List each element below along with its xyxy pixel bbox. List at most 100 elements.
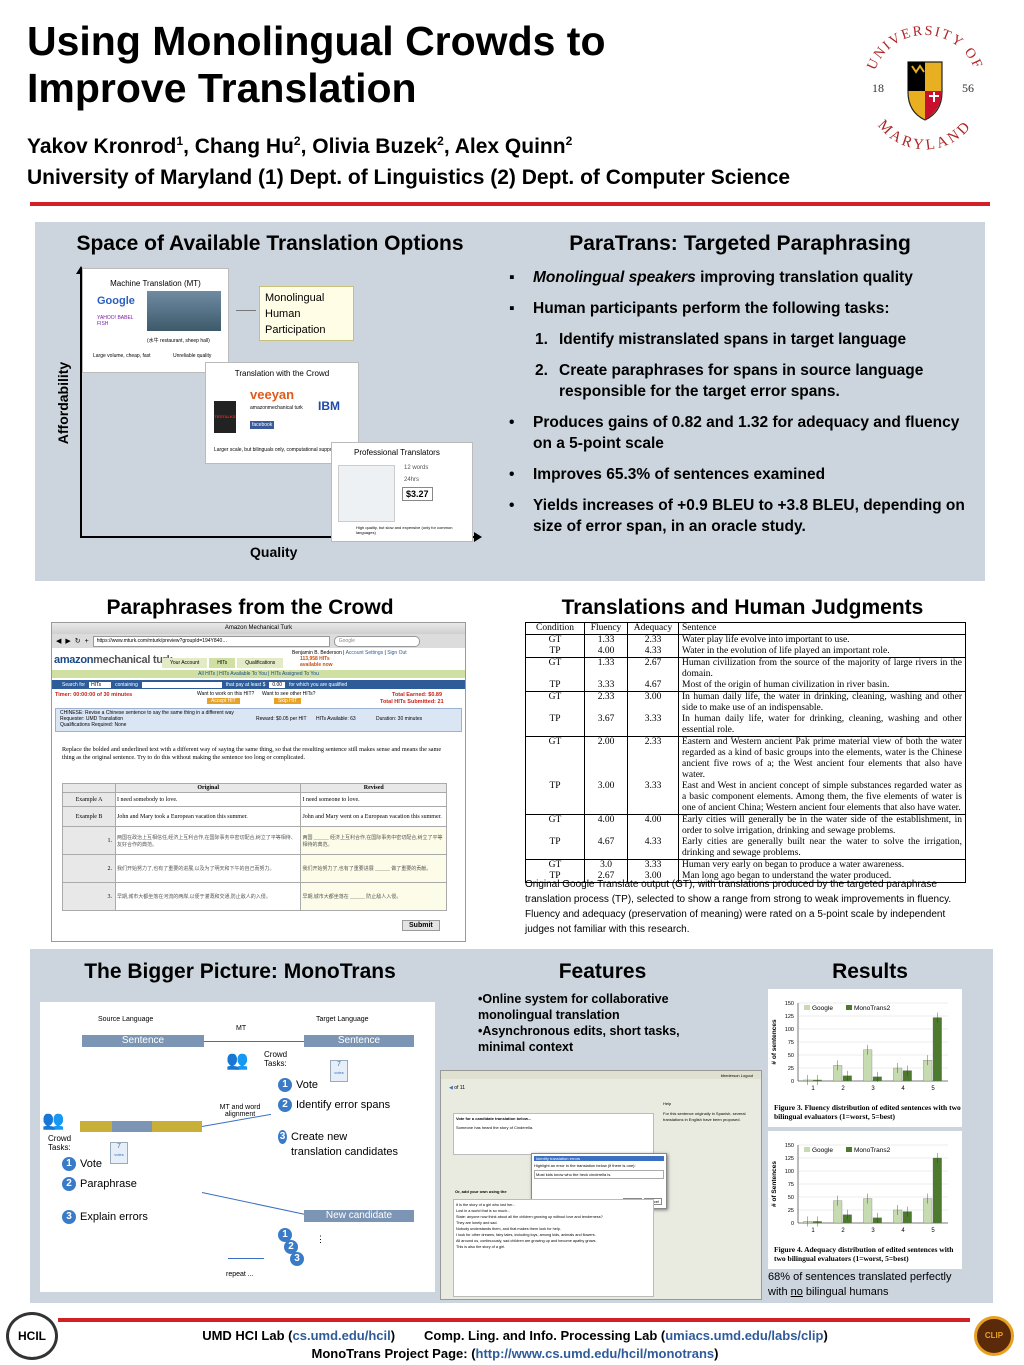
task-row-original: 我们开始努力了,也有了重要的进展,以及为了明天和下午的自己而努力。 [114, 854, 302, 883]
dialog-text-field[interactable]: Most kids know who the heck cinderella i… [534, 1170, 664, 1179]
pay-label: that pay at least $ [225, 681, 266, 688]
vote-example: Someone has heard the story of Cinderell… [456, 1125, 534, 1130]
search-for-label: Search for [62, 681, 86, 688]
containing-input[interactable] [141, 681, 222, 688]
tedtalks-logo: TEDTALKS [214, 401, 236, 433]
task-label: Create new translation candidates [291, 1131, 399, 1158]
item-text: Improves 65.3% of sentences examined [533, 466, 826, 483]
x-tick-label: 1 [811, 1086, 815, 1092]
pay-input[interactable]: 0.00 [269, 681, 286, 688]
prev-icon[interactable]: ◀ [449, 1085, 453, 1091]
hci-lab-link[interactable]: cs.umd.edu/hcil [292, 1328, 391, 1343]
total-submitted: Total HITs Submitted: 21 [380, 699, 444, 705]
footer-line-2: MonoTrans Project Page: (http://www.cs.u… [311, 1346, 719, 1361]
paratrans-item: ▪Human participants perform the followin… [505, 298, 975, 319]
y-axis-label: Affordability [55, 361, 71, 445]
y-tick-label: 0 [791, 1221, 794, 1227]
legend-label: MonoTrans2 [854, 1147, 891, 1154]
x-tick-label: 2 [841, 1086, 845, 1092]
x-tick-label: 4 [901, 1228, 905, 1234]
cycle-badge: 3 [290, 1252, 304, 1266]
paratrans-item: •Improves 65.3% of sentences examined [505, 464, 975, 485]
accept-hit-button[interactable]: Accept HIT [207, 698, 240, 704]
search-type-select[interactable]: HITs [89, 681, 112, 688]
col-sentence: Sentence [678, 622, 966, 635]
crowd-tasks-label-right: Crowd Tasks: [264, 1050, 288, 1068]
condition-cell: TP [525, 714, 585, 737]
judgments-heading: Translations and Human Judgments [561, 596, 924, 619]
task-row-revised-input[interactable]: 我们开始努力了,也有了重要进展 ______ 做了重要的贡献。 [300, 854, 447, 883]
app-page-nav: ◀ of 11 [449, 1085, 465, 1091]
task-row-revised-input[interactable]: 早期,城市大都坐落在 ______ 防止敌人入侵。 [300, 882, 447, 911]
affiliation: University of Maryland (1) Dept. of Ling… [27, 166, 791, 189]
submit-button[interactable]: Submit [402, 920, 440, 931]
back-icon[interactable]: ◀ [56, 638, 62, 645]
list-item: State: anyone now think about all the ch… [456, 1215, 603, 1219]
project-page-link[interactable]: http://www.cs.umd.edu/hcil/monotrans [475, 1346, 715, 1361]
condition-cell: TP [525, 871, 585, 883]
google-logo: Google [97, 295, 135, 307]
hits-available-count: 113,958 HITs available now [300, 656, 333, 668]
forward-icon[interactable]: ▶ [65, 638, 71, 645]
fluency-cell: 1.33 [584, 657, 628, 680]
features-heading: Features [558, 960, 647, 983]
adequacy-cell: 2.33 [627, 634, 679, 646]
adequacy-cell: 4.00 [627, 814, 679, 837]
monolingual-box: Monolingual Human Participation [259, 286, 354, 341]
adequacy-cell: 3.33 [627, 859, 679, 871]
author-list: Yakov Kronrod1, Chang Hu2, Olivia Buzek2… [27, 134, 573, 158]
hit-search-bar: Search for HITs containing that pay at l… [52, 680, 465, 689]
mturk-page: Benjamin B. Bederson | Account Settings … [52, 648, 465, 941]
university-seal-logo: UNIVERSITY OF MARYLAND 18 56 [865, 24, 984, 154]
vote-count: 7 [117, 1143, 121, 1150]
example-b-label: Example B [62, 806, 116, 827]
legend-label: MonoTrans2 [854, 1005, 891, 1012]
containing-label: containing [115, 681, 138, 688]
pro-hours: 24hrs [404, 477, 420, 483]
add-icon[interactable]: + [84, 637, 89, 645]
user-name: Benjamin B. Bederson [292, 650, 342, 656]
y-tick-label: 25 [788, 1066, 794, 1072]
url-bar[interactable]: https://www.mturk.com/mturk/preview?grou… [92, 635, 330, 647]
task-row-revised-input[interactable]: 两国 ______ 经济上互利合作,在国际事务中密切配合,树立了平等相待的典范。 [300, 826, 447, 855]
item-text: Identify mistranslated spans in target l… [559, 331, 907, 348]
tab-your-account[interactable]: Your Account [162, 658, 208, 668]
tab-qualifications[interactable]: Qualifications [237, 658, 284, 668]
task-number-badge: 2 [62, 1177, 76, 1191]
author-affil-sup: 2 [437, 134, 444, 148]
list-item: It is the story of a girl who lost her..… [456, 1203, 516, 1207]
app-user-bar: bbederson Logout [720, 1073, 753, 1078]
hit-info-box: CHINESE: Revise a Chinese sentence to sa… [55, 708, 462, 732]
source-sentence-list: It is the story of a girl who lost her..… [453, 1199, 654, 1297]
help-sidebar: Help For this sentence originally in Spa… [663, 1101, 755, 1123]
fluency-chart-caption: Figure 3. Fluency distribution of edited… [774, 1103, 961, 1121]
skip-hit-button[interactable]: Skip HIT [274, 698, 302, 704]
x-tick-label: 3 [871, 1086, 875, 1092]
account-settings-link[interactable]: Account Settings [345, 650, 384, 656]
example-b-revised: John and Mary went on a European vacatio… [300, 806, 447, 827]
fluency-cell: 4.00 [584, 646, 628, 658]
adequacy-cell: 4.33 [627, 646, 679, 658]
total-earned: Total Earned: $0.89 [392, 692, 443, 698]
results-caption-text: 68% of sentences translated perfectly wi… [768, 1271, 952, 1298]
condition-cell: GT [525, 634, 585, 646]
browser-search-input[interactable]: Google [333, 635, 420, 647]
y-axis-label: # of sentences [771, 1019, 778, 1065]
paratrans-item: ▪Monolingual speakers improving translat… [505, 267, 975, 288]
seal-year-left: 18 [872, 81, 884, 95]
reload-icon[interactable]: ↻ [74, 638, 81, 645]
bullet-marker: ▪ [509, 300, 515, 317]
condition-cell: TP [525, 781, 585, 815]
y-tick-label: 150 [785, 1001, 794, 1007]
sign-out-link[interactable]: Sign Out [387, 650, 407, 656]
clip-lab-link[interactable]: umiacs.umd.edu/labs/clip [665, 1328, 824, 1343]
tab-hits[interactable]: HITs [209, 658, 236, 668]
reward: Reward: $0.05 per HIT [256, 716, 307, 722]
